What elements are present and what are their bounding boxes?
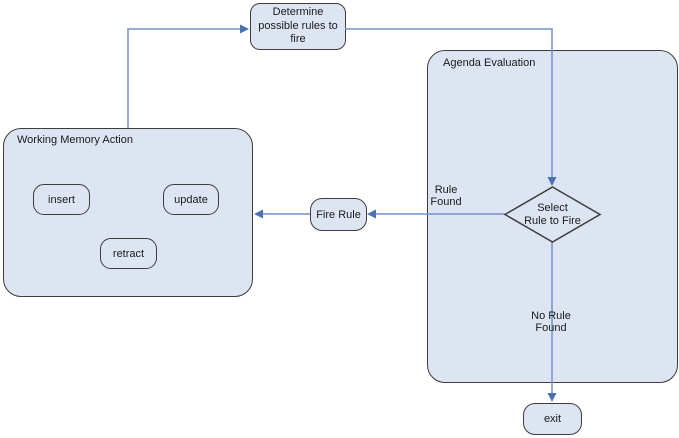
node-select-rule-label: Select Rule to Fire [505,188,600,241]
edge-wma-to-determine [127,28,240,128]
node-insert: insert [33,184,90,215]
edge-label-no-rule-found: No Rule Found [521,310,581,334]
edge-label-rule-found-line2: Found [430,195,462,208]
edge-label-no-rule-found-line2: Found [535,321,567,334]
node-fire-rule: Fire Rule [310,198,367,231]
node-determine-line3: fire [290,33,306,46]
node-exit-label: exit [543,413,562,425]
node-select-line2: Rule to Fire [524,214,581,227]
node-update-label: update [174,193,208,206]
node-determine-line2: possible rules to [258,19,338,32]
node-fire-rule-label: Fire Rule [316,208,361,221]
arrowhead-into-wma [254,209,263,219]
node-retract-label: retract [112,247,145,260]
node-determine-line1: Determine [272,6,324,19]
node-insert-label: insert [48,193,75,206]
edge-label-rule-found-line1: Rule [434,184,458,196]
arrowhead-into-exit [547,393,557,402]
working-memory-action-label: Working Memory Action [17,134,133,146]
node-select-line1: Select [537,201,568,214]
arrowhead-into-determine [240,24,249,34]
edge-label-no-rule-found-line1: No Rule [531,310,571,322]
edge-label-rule-found: Rule Found [425,184,467,208]
node-update: update [163,184,219,215]
agenda-evaluation-label: Agenda Evaluation [443,57,536,69]
arrowhead-into-fire-rule [367,209,376,219]
node-determine-possible-rules: Determine possible rules to fire [250,3,346,50]
node-retract: retract [100,238,157,269]
node-exit: exit [523,403,582,435]
